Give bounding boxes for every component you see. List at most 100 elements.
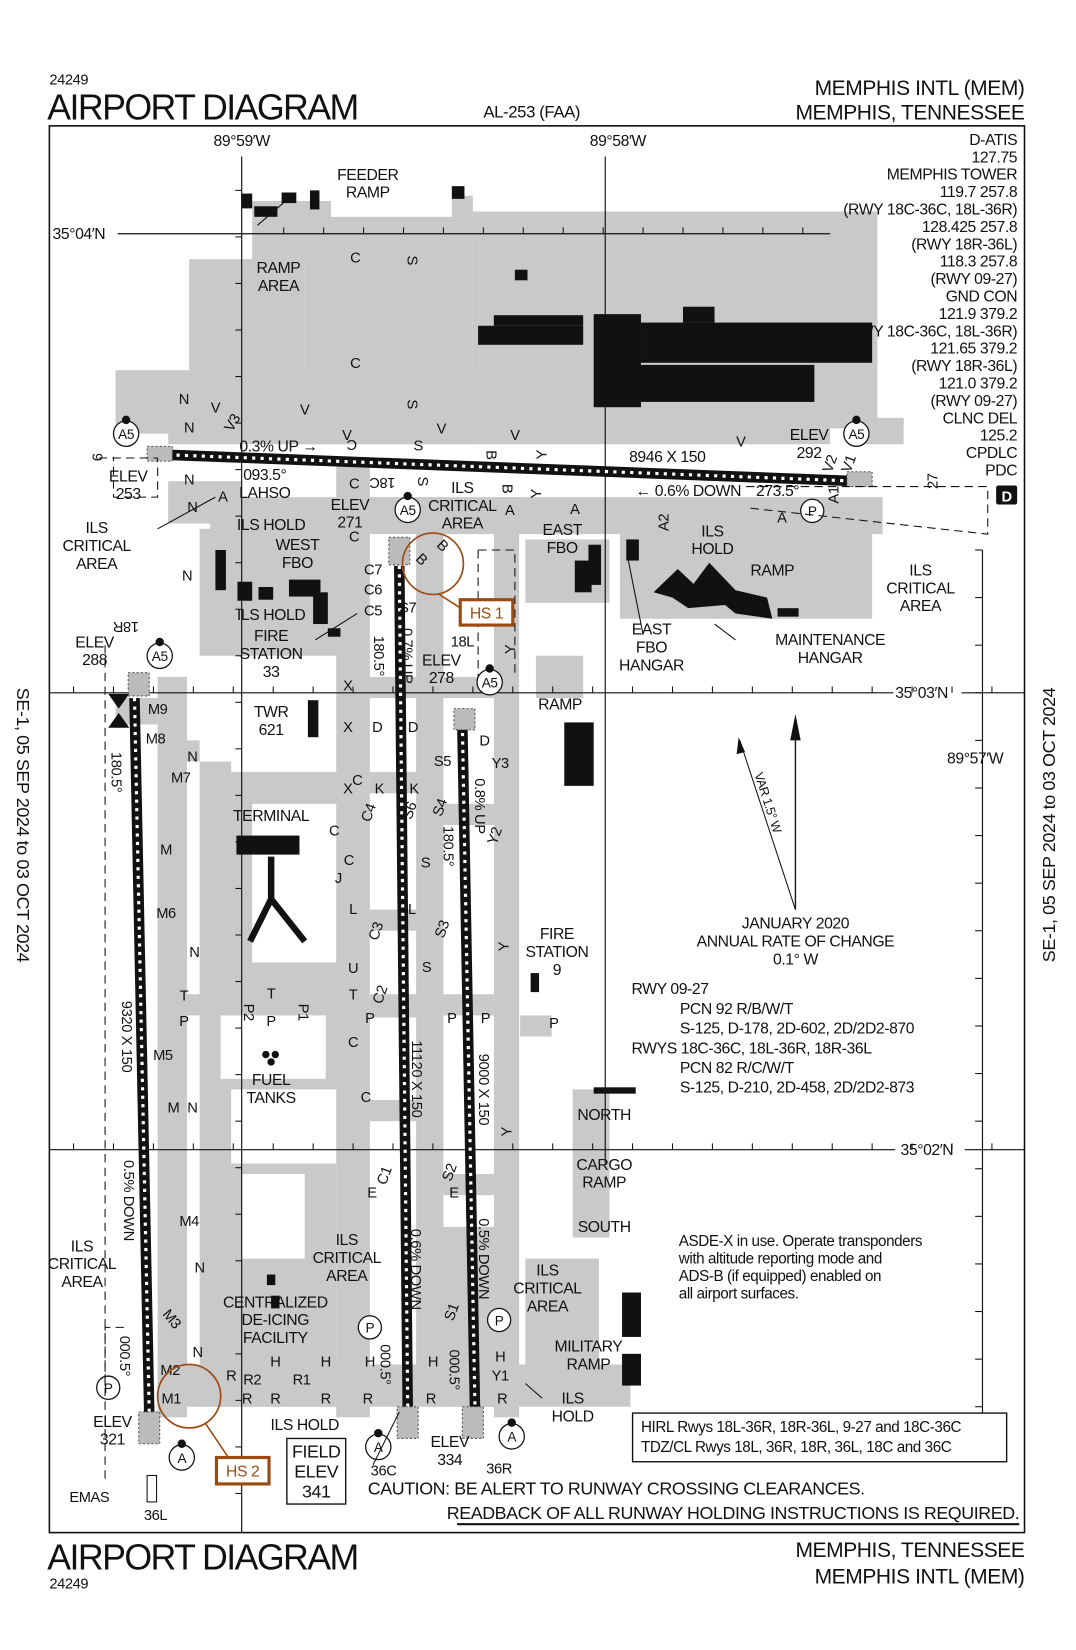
label-ramp-east: RAMP: [750, 562, 794, 579]
leader-line: [314, 613, 358, 641]
taxiway-label-c: C: [344, 853, 355, 869]
diagram-frame: [48, 125, 1026, 1534]
taxiway-label-e: E: [449, 1185, 459, 1201]
label-rwy-0927-dims: 8946 X 150: [629, 449, 706, 466]
taxiway-label-n: N: [184, 472, 194, 488]
frequency-line: 125.2: [980, 428, 1017, 445]
taxiway-label-p: P: [481, 1011, 491, 1027]
frequency-line: 119.7 257.8: [940, 184, 1018, 201]
building: [215, 550, 226, 591]
header-title: AIRPORT DIAGRAM: [47, 87, 357, 127]
pcn-line: RWY 09-27: [632, 981, 709, 998]
lighting-note-box: HIRL Rwys 18L-36R, 18R-36L, 9-27 and 18C…: [631, 1412, 1008, 1463]
taxiway-label-p: P: [447, 1011, 457, 1027]
taxiway-label-y1: Y1: [492, 1368, 509, 1384]
header-procedure: AL-253 (FAA): [483, 102, 580, 121]
label-rwy-36c: 36C: [371, 1463, 397, 1479]
frequency-line: (RWY 18C-36C, 18L-36R): [843, 323, 1017, 340]
d-atis-symbol: D: [996, 485, 1018, 505]
taxiway-label-v: V: [437, 422, 447, 438]
building: [530, 973, 540, 993]
taxiway-label-x: X: [343, 679, 353, 695]
frequency-line: (RWY 09-27): [930, 393, 1017, 410]
pavement-area: [520, 1015, 552, 1037]
runway-threshold: [461, 1406, 484, 1439]
taxiway-label-p2: P2: [240, 1004, 256, 1021]
taxiway-label-t: T: [180, 989, 189, 1005]
pcn-line: PCN 92 R/B/W/T: [680, 1001, 794, 1018]
label-terminal: TERMINAL: [233, 808, 310, 825]
building: [604, 364, 815, 402]
leader-line: [525, 1383, 543, 1399]
footer-title: AIRPORT DIAGRAM: [47, 1538, 357, 1578]
frequency-line: (RWY 18R-36L): [911, 236, 1017, 253]
leader-line: [714, 623, 736, 641]
taxiway-label-r2: R2: [243, 1372, 261, 1388]
approach-light-dot: [374, 1428, 383, 1438]
frequency-line: 121.65 379.2: [930, 341, 1017, 358]
taxiway-label-a1: A1: [827, 486, 843, 503]
parking-icon: [486, 1307, 512, 1333]
pavement-area: [572, 1089, 610, 1238]
taxiway-label-n: N: [182, 569, 192, 585]
footer-airport: MEMPHIS INTL (MEM): [815, 1565, 1025, 1588]
label-grade-06-down-e: ← 0.6% DOWN: [635, 483, 741, 500]
ils-critical-boundary: [98, 456, 159, 498]
taxiway-label-a2: A2: [656, 514, 672, 531]
taxiway-label-c: C: [348, 1035, 359, 1051]
frequency-line: GND CON: [946, 288, 1017, 305]
footer-chart-number: 24249: [49, 1577, 88, 1593]
emas-pad: [146, 1474, 158, 1503]
taxiway-label-e: E: [367, 1185, 377, 1201]
runway-threshold: [388, 536, 411, 566]
hot-spot-1-label: HS 1: [470, 606, 504, 623]
label-rwy-36r: 36R: [486, 1461, 512, 1477]
label-rwy-18r36l-dims: 9320 X 150: [118, 1001, 134, 1073]
hot-spot-2[interactable]: HS 2: [156, 1363, 271, 1486]
terminal-concourses: [247, 856, 308, 944]
taxiway-label-v: V: [342, 428, 352, 444]
taxiway-label-m8: M8: [146, 732, 166, 748]
taxiway-label-r: R: [497, 1392, 507, 1408]
pavement-area: [168, 417, 831, 445]
runways-layer: [127, 445, 873, 1503]
taxiway-label-y3: Y3: [492, 756, 509, 772]
taxiway-label-c: C: [352, 773, 363, 789]
d-atis-letter: D: [1002, 489, 1013, 505]
hot-spot-1[interactable]: HS 1: [401, 532, 515, 627]
pavement-area: [157, 676, 188, 1418]
label-south: SOUTH: [578, 1219, 631, 1236]
label-rwy-18l: 18L: [451, 634, 474, 650]
taxiway-label-p: P: [266, 1014, 276, 1030]
approach-light-label: A5: [482, 675, 499, 690]
taxiway-label-s2: S2: [440, 1162, 461, 1184]
building: [564, 722, 594, 786]
label-emas: EMAS: [69, 1490, 110, 1506]
label-grade-05-down-e: 0.5% DOWN: [475, 1218, 491, 1299]
taxiway-label-s: S: [404, 255, 420, 265]
pavement-area: [535, 655, 584, 699]
fuel-tank: [271, 1050, 279, 1059]
effective-dates-left: SE-1, 05 SEP 2024 to 03 OCT 2024: [13, 688, 33, 963]
leader-line: [627, 560, 644, 635]
fuel-tank: [267, 1058, 275, 1066]
taxiway-label-r: R: [270, 1392, 280, 1408]
asde-note-line: all airport surfaces.: [679, 1285, 799, 1302]
taxiway-label-v1: V1: [839, 453, 860, 475]
pavement-area: [336, 465, 370, 1418]
approach-light-label: A5: [152, 649, 169, 664]
runway-18c-36c: [394, 565, 413, 1407]
